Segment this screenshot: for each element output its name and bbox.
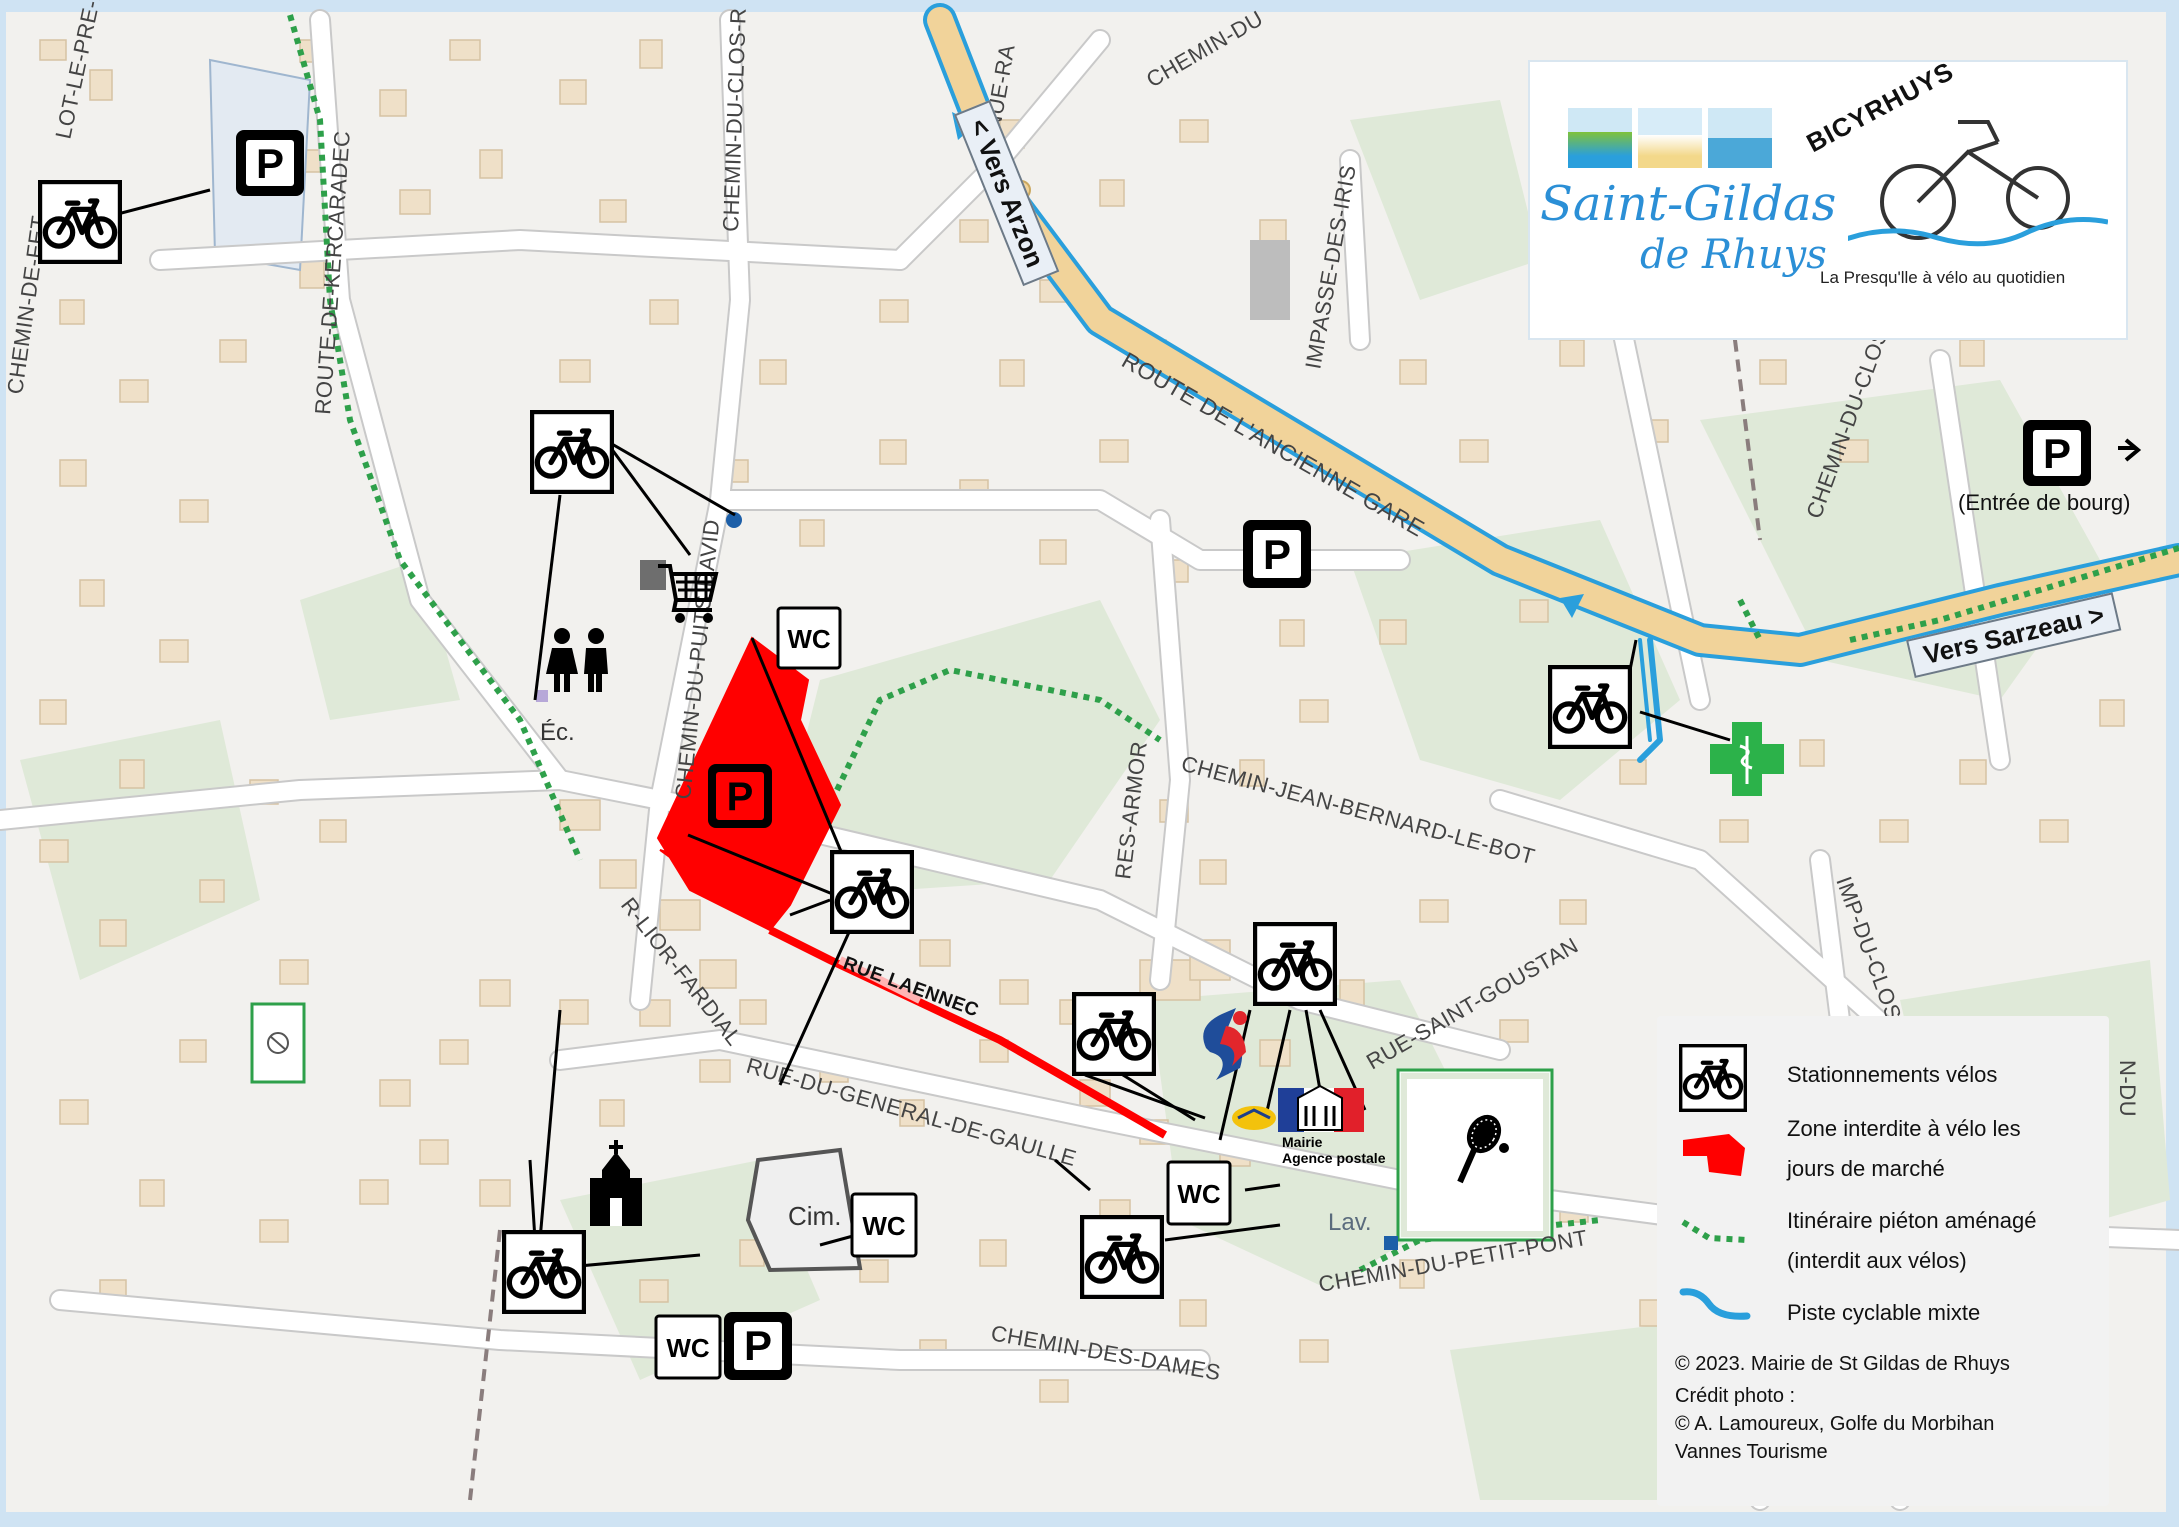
legend-bike-icon (1679, 1044, 1747, 1112)
svg-text:WC: WC (666, 1333, 710, 1363)
bike-parking-icon[interactable] (1082, 1217, 1162, 1297)
legend-cycle-path: Piste cyclable mixte (1787, 1300, 1981, 1325)
pharmacy-cross-icon (1710, 722, 1784, 796)
mairie-icon (1278, 1084, 1364, 1132)
credit-line2: Crédit photo : (1675, 1385, 1796, 1407)
cycle-direction-arrow (1560, 594, 1584, 618)
bike-parking-icon[interactable] (532, 412, 612, 492)
logo-town-name: Saint-Gildas (1540, 176, 1837, 232)
bike-parking-icon[interactable] (504, 1232, 584, 1312)
cemetery (745, 1147, 863, 1273)
label-ecole: Éc. (540, 719, 575, 746)
pedestrian-routes (287, 14, 2179, 1273)
post-office-icon (1232, 1106, 1276, 1130)
arrow-right-icon (2118, 438, 2142, 462)
wc-icon[interactable] (850, 1192, 918, 1258)
legend-pedestrian-line2: (interdit aux vélos) (1787, 1248, 1967, 1273)
legend-zone-line1: Zone interdite à vélo les (1787, 1116, 2021, 1141)
mairie-caption: Mairie Agence postale (1282, 1134, 1386, 1166)
legend-zone-icon (1683, 1134, 1745, 1176)
wc-icons[interactable]: WC WC WC WC (654, 606, 1232, 1380)
logo-photo-2 (1638, 108, 1702, 168)
children-icon (546, 628, 608, 692)
svg-text:P: P (1263, 531, 1291, 578)
tennis-icon (1457, 1114, 1509, 1184)
church-icon (590, 1140, 642, 1226)
caption-entree-bourg: (Entrée de bourg) (1958, 490, 2131, 515)
bike-parking-icon[interactable] (1074, 994, 1154, 1074)
street-n-du: N-DU (2115, 1060, 2140, 1117)
wc-icon[interactable] (654, 1314, 722, 1380)
logo-tagline: La Presqu'lle à vélo au quotidien (1820, 268, 2066, 287)
bike-connectors (109, 188, 1731, 1272)
logo-panel: Saint-Gildas de Rhuys BICYRHUYS La Presq… (1528, 56, 2128, 340)
svg-text:P: P (256, 140, 284, 187)
credit-line3: © A. Lamoureux, Golfe du Morbihan (1675, 1413, 1995, 1435)
wc-icon[interactable] (776, 606, 842, 670)
svg-text:P: P (2043, 430, 2071, 477)
credit-line1: © 2023. Mairie de St Gildas de Rhuys (1675, 1353, 2010, 1375)
legend-pedestrian-icon (1681, 1219, 1748, 1243)
logo-bicycle-icon (1848, 120, 2108, 247)
label-lavoir: Lav. (1328, 1209, 1372, 1236)
legend-zone-line2: jours de marché (1787, 1156, 1945, 1181)
legend-panel: Stationnements vélos Zone interdite à vé… (1657, 1016, 2109, 1506)
logo-photo-1 (1568, 108, 1632, 168)
cart-icon (640, 560, 719, 623)
rue-laennec-fade (838, 956, 922, 1004)
boundary-line (468, 1229, 502, 1501)
parking-icons[interactable]: P P P P P (236, 130, 2091, 1380)
bike-parking-icon[interactable] (1255, 924, 1335, 1004)
boundary-line (1728, 299, 1762, 541)
legend-bike-parking: Stationnements vélos (1787, 1062, 1998, 1087)
school-marker (536, 690, 548, 702)
svg-text:P: P (727, 775, 754, 819)
bike-parking-icon[interactable] (832, 852, 912, 932)
svg-text:WC: WC (787, 624, 831, 654)
logo-photo-3 (1708, 108, 1772, 168)
wc-icon[interactable] (1166, 1160, 1232, 1226)
legend-pedestrian-line1: Itinéraire piéton aménagé (1787, 1208, 2037, 1233)
label-cimetiere: Cim. (788, 1201, 841, 1231)
logo-town-suffix: de Rhuys (1640, 232, 1827, 278)
svg-text:WC: WC (862, 1211, 906, 1241)
buildings (39, 39, 2125, 1403)
legend-cycle-icon (1679, 1288, 1751, 1320)
bike-parking-icon[interactable] (40, 182, 120, 262)
lavoir-marker (1384, 1236, 1398, 1250)
grey-building (1250, 240, 1290, 320)
credit-line4: Vannes Tourisme (1675, 1441, 1828, 1463)
svg-text:WC: WC (1177, 1179, 1221, 1209)
water-marker (726, 512, 742, 528)
bike-parking-icon[interactable] (1550, 667, 1630, 747)
tourism-info-icon (1203, 1008, 1247, 1080)
svg-text:P: P (744, 1322, 772, 1369)
